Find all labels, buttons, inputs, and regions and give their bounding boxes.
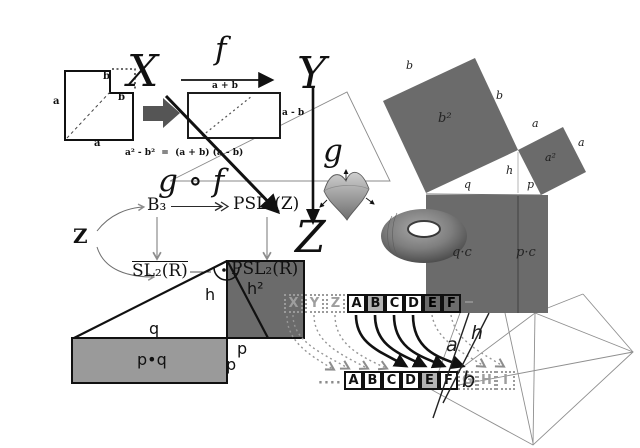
- seq-b-label: b: [462, 368, 476, 392]
- square-side-a-bottom: a: [94, 138, 101, 149]
- gof-arrow: [164, 94, 281, 215]
- f-map-sublabel: a + b: [212, 81, 238, 91]
- qc-area-label: q·c: [452, 245, 472, 260]
- seq-h-label: h: [471, 322, 484, 344]
- product-rectangle: [187, 92, 281, 139]
- pq-area-label: p•q: [137, 350, 167, 369]
- pc-area-label: p·c: [516, 245, 536, 260]
- py-b-right-label: b: [496, 89, 504, 102]
- psl2z-label: PSL₂(Z): [233, 194, 300, 214]
- sl2r-label: SL₂(R): [132, 261, 188, 281]
- altitude-q-label: q: [149, 319, 160, 338]
- commutative-diagram-arrows: [96, 201, 272, 281]
- bottom-row-ellipsis: ····: [318, 376, 342, 391]
- g-arrow: [306, 88, 320, 225]
- top-row-cell: B: [366, 294, 385, 313]
- py-a-right-label: a: [578, 136, 585, 149]
- square-side-a-left: a: [53, 96, 60, 107]
- top-row-cell: C: [385, 294, 404, 313]
- notch-b-side: b: [118, 92, 125, 103]
- bottom-row-cell: F: [439, 371, 458, 390]
- saddle-surface: [319, 169, 375, 221]
- codomain-y-label: Y: [297, 48, 327, 99]
- torus: [381, 209, 467, 263]
- h-squared-square: [226, 260, 305, 339]
- top-row-cell: A: [347, 294, 366, 313]
- py-a-top-label: a: [532, 117, 539, 130]
- top-row-cell: F: [442, 294, 461, 313]
- bottom-row-cell: E: [420, 371, 439, 390]
- seq-a-label: a: [446, 334, 458, 356]
- py-q-label: q: [464, 178, 472, 191]
- bottom-row-cell: H: [477, 371, 496, 390]
- bottom-row-cell: B: [363, 371, 382, 390]
- altitude-p-bottom-label: p: [237, 339, 248, 358]
- top-row-cell: Z: [326, 294, 345, 313]
- py-h-label: h: [506, 164, 514, 177]
- g-map-label: g: [323, 133, 343, 169]
- b-squared-square: [383, 58, 518, 193]
- braid-group-label: B₃: [147, 195, 167, 215]
- psl2r-label: PSL₂(R): [231, 259, 299, 279]
- h-squared-label: h²: [247, 279, 264, 298]
- py-b-top-label: b: [406, 59, 414, 72]
- notch-b-top: b: [103, 71, 110, 82]
- b-squared-label: b²: [438, 111, 452, 126]
- bottom-row-cell: C: [382, 371, 401, 390]
- target-z-label: Z: [295, 212, 326, 263]
- right-angle-arc: [213, 266, 240, 281]
- top-row-cell: Y: [305, 294, 324, 313]
- gof-label: g ∘ f: [158, 163, 225, 199]
- rect-side-label: a - b: [282, 108, 305, 118]
- block-arrow: [143, 98, 180, 128]
- top-row-cell: X: [284, 294, 303, 313]
- pq-rectangle: [71, 337, 228, 384]
- altitude-h-label: h: [205, 285, 216, 304]
- domain-x-label: X: [127, 46, 159, 97]
- bottom-row-cell: D: [401, 371, 420, 390]
- altitude-p-right-label: p: [226, 355, 237, 374]
- bottom-row-cell: A: [344, 371, 363, 390]
- f-map-label: f: [215, 31, 227, 67]
- dissection-square: [64, 68, 136, 141]
- a-squared-label: a²: [545, 151, 556, 164]
- top-row-cell: E: [423, 294, 442, 313]
- a-squared-square: [518, 127, 586, 195]
- altitude-figure: [71, 260, 305, 384]
- top-row-cell: D: [404, 294, 423, 313]
- identity-formula: a² - b² = (a + b) (a - b): [125, 148, 244, 158]
- integers-z-label: Z: [73, 224, 88, 248]
- py-p-label: p: [527, 178, 535, 191]
- pythagoras-figure: [383, 58, 586, 313]
- bottom-row-cell: I: [496, 371, 515, 390]
